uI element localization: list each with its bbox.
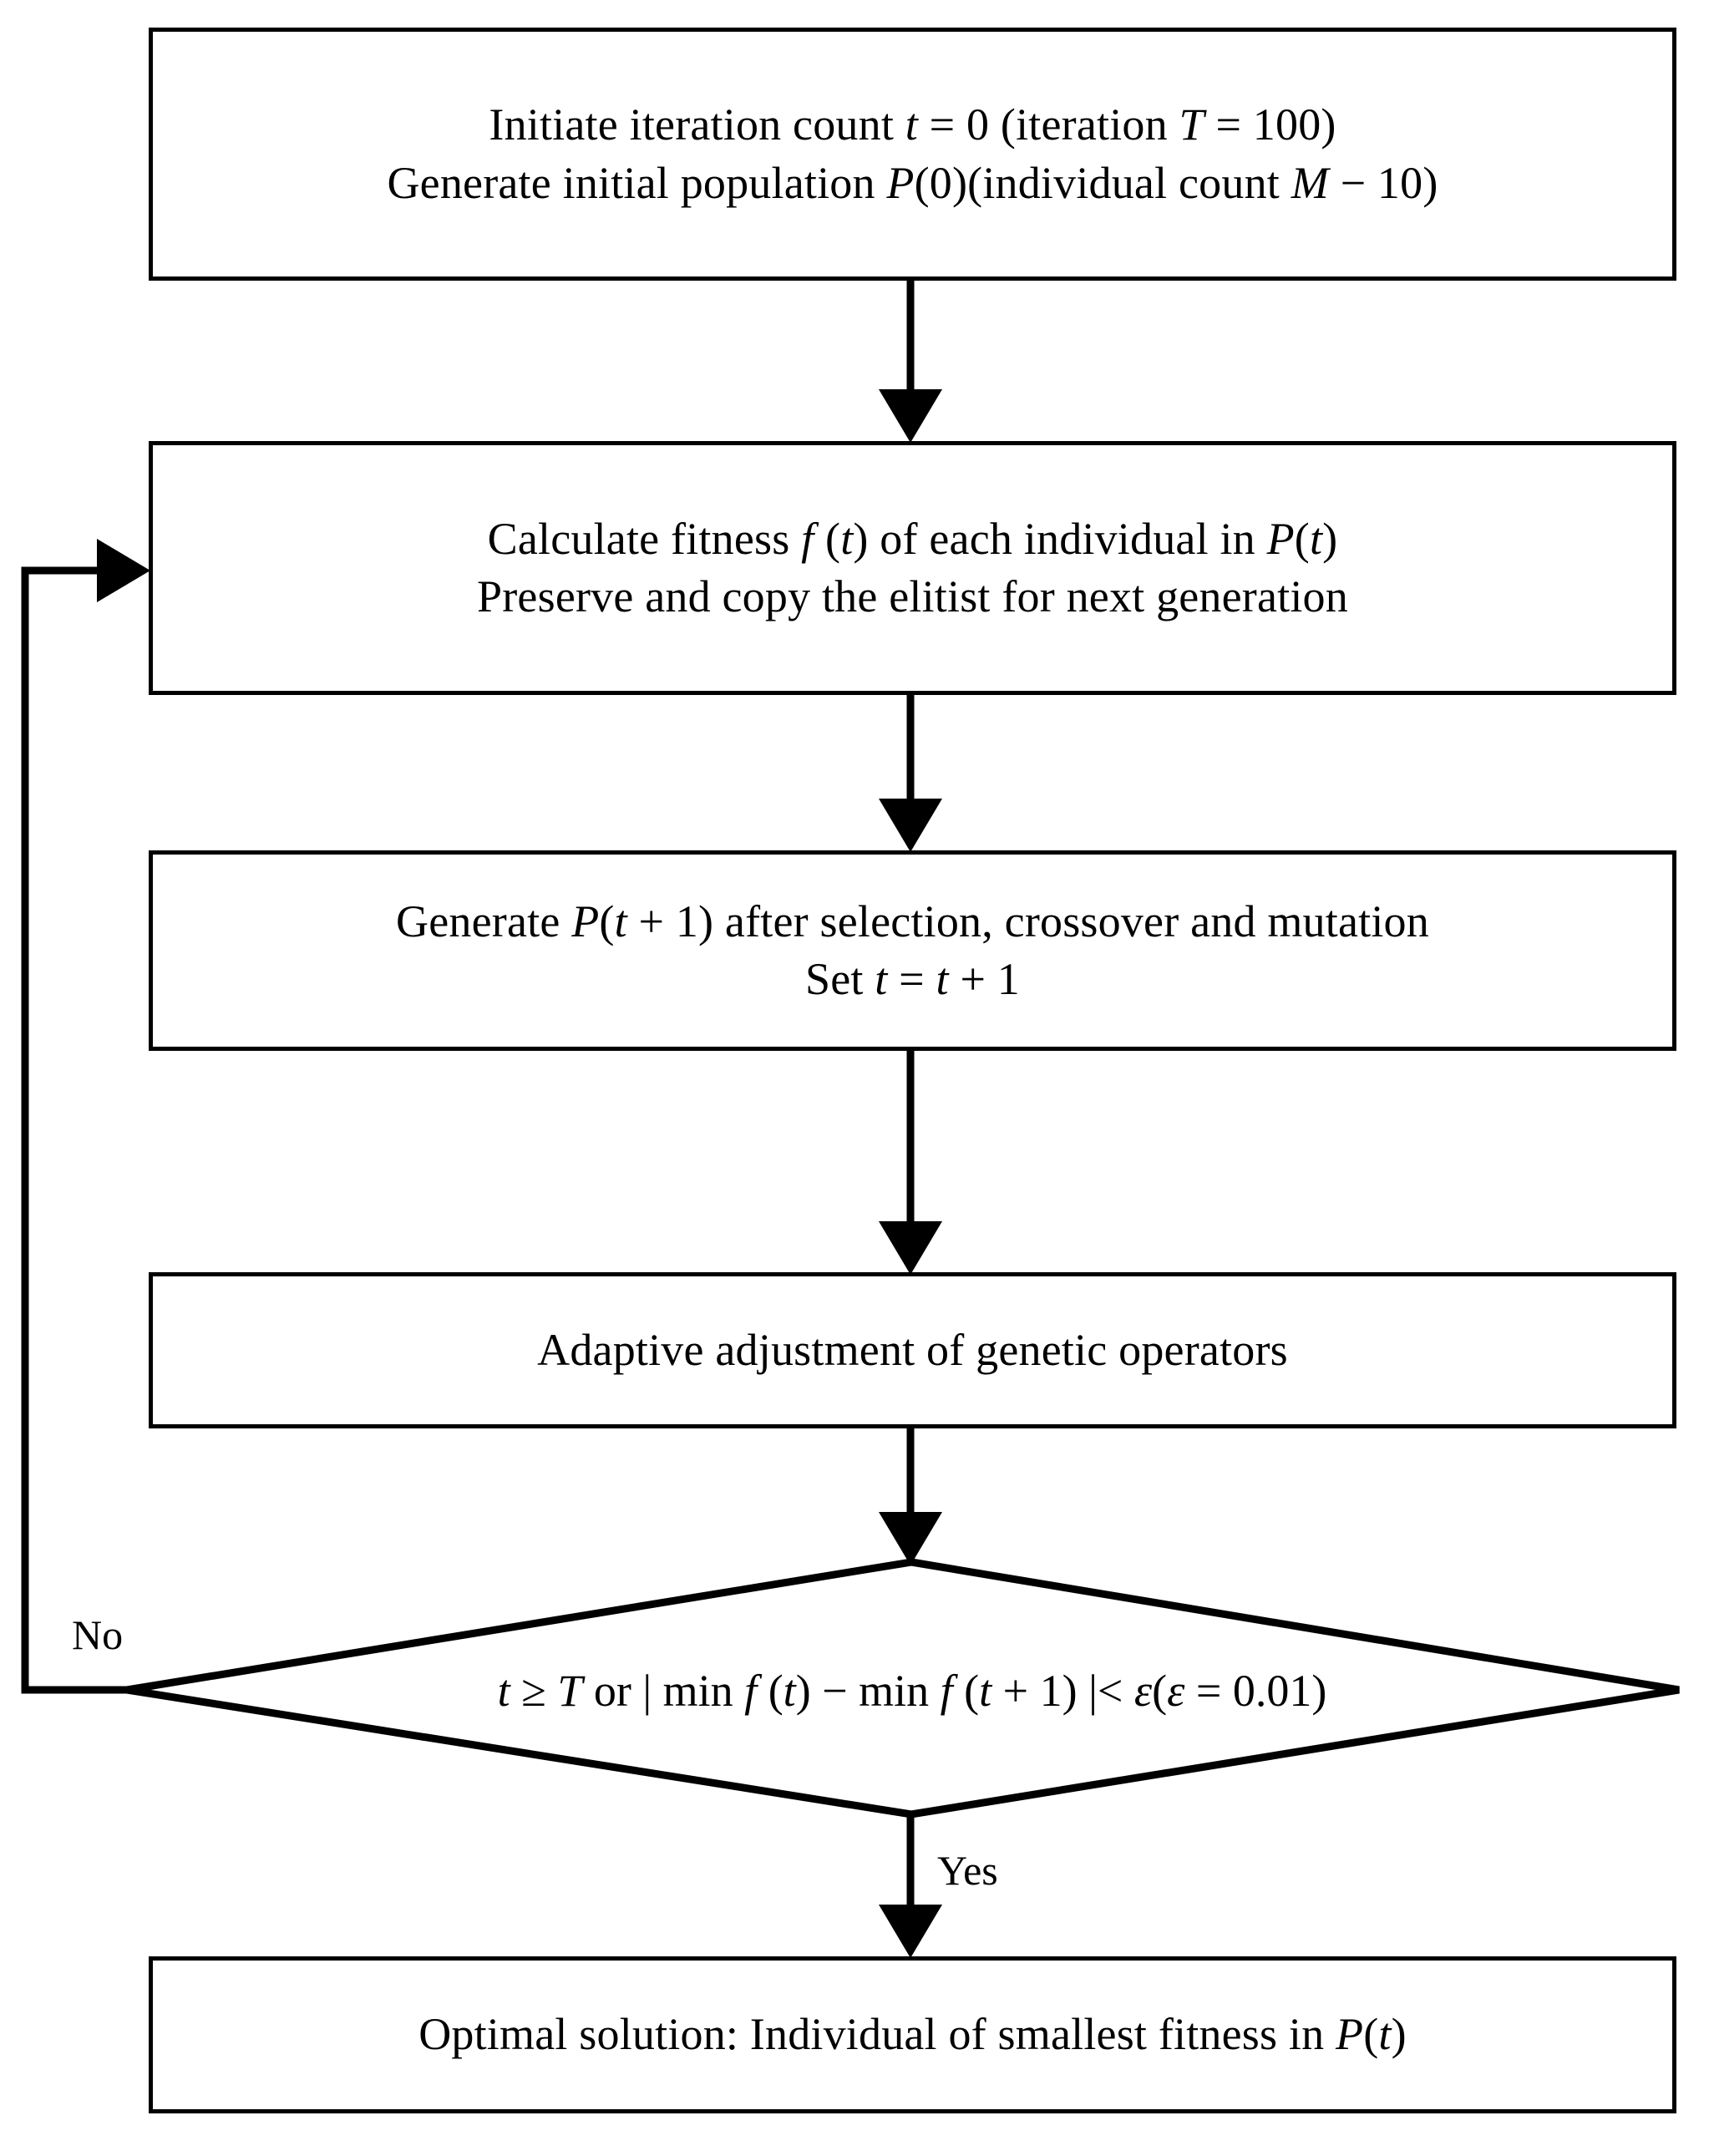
arrow-genetic-ops-to-adaptive xyxy=(879,1051,942,1275)
arrow-init-to-fitness xyxy=(879,281,942,443)
node-generate-next-population[interactable]: Generate P(t + 1) after selection, cross… xyxy=(149,850,1676,1051)
node-initiate-iteration[interactable]: Initiate iteration count t = 0 (iteratio… xyxy=(149,28,1676,281)
node-optimal-line-1: Optimal solution: Individual of smallest… xyxy=(418,2009,1407,2060)
node-adaptive-line-1: Adaptive adjustment of genetic operators xyxy=(537,1324,1288,1375)
arrow-decision-to-result-yes xyxy=(879,1814,942,1958)
arrow-fitness-to-genetic-ops xyxy=(879,695,942,852)
decision-diamond-shape xyxy=(126,1558,1680,1819)
node-adaptive-adjustment[interactable]: Adaptive adjustment of genetic operators xyxy=(149,1272,1676,1428)
arrow-adaptive-to-decision xyxy=(879,1428,942,1565)
node-initiate-line-2: Generate initial population P(0)(individ… xyxy=(387,157,1438,208)
node-generate-line-2: Set t = t + 1 xyxy=(804,954,1021,1004)
node-generate-line-1: Generate P(t + 1) after selection, cross… xyxy=(396,895,1429,946)
node-fitness-line-2: Preserve and copy the elitist for next g… xyxy=(477,571,1348,621)
node-initiate-line-1: Initiate iteration count t = 0 (iteratio… xyxy=(489,99,1336,150)
node-fitness-line-1: Calculate fitness f (t) of each individu… xyxy=(487,513,1338,564)
edge-label-no: No xyxy=(72,1611,124,1658)
edge-label-yes: Yes xyxy=(937,1847,998,1894)
arrow-decision-to-fitness-no xyxy=(21,539,150,1694)
node-optimal-solution[interactable]: Optimal solution: Individual of smallest… xyxy=(149,1956,1676,2113)
node-calculate-fitness[interactable]: Calculate fitness f (t) of each individu… xyxy=(149,441,1676,695)
